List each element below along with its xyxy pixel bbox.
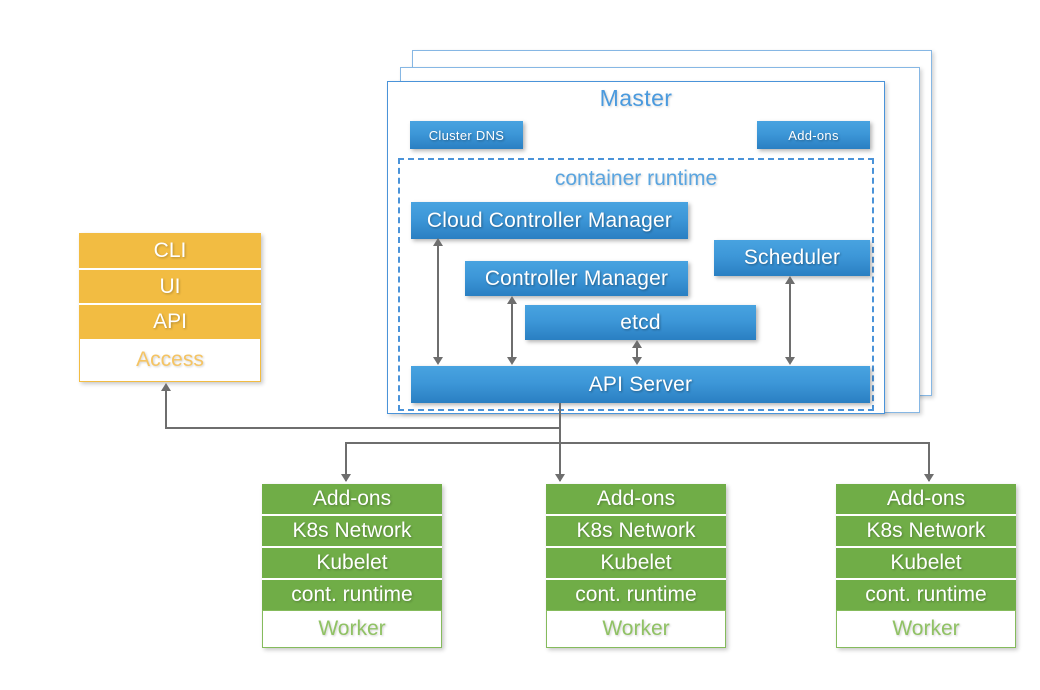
- worker-row-separator: [836, 546, 1016, 548]
- connector-access-arrow: [161, 383, 171, 391]
- worker-row-add-ons[interactable]: Add-ons: [546, 484, 726, 514]
- worker-row-cont-runtime[interactable]: cont. runtime: [546, 580, 726, 610]
- api-server-box[interactable]: API Server: [411, 366, 870, 403]
- connector-worker3-arrow: [924, 474, 934, 482]
- connector-cm-arrow-up: [507, 296, 517, 304]
- access-stack: CLI UI API Access: [79, 233, 261, 382]
- connector-cm-apiserver: [511, 303, 513, 360]
- worker-row-separator: [546, 546, 726, 548]
- connector-access-vertical: [165, 390, 167, 428]
- worker-row-separator: [262, 514, 442, 516]
- connector-ccm-arrow-up: [433, 238, 443, 246]
- container-runtime-box: [398, 158, 874, 411]
- controller-manager-box[interactable]: Controller Manager: [465, 261, 688, 296]
- access-row-ui[interactable]: UI: [79, 270, 261, 303]
- worker-row-separator: [836, 578, 1016, 580]
- etcd-box[interactable]: etcd: [525, 305, 756, 340]
- worker-row-cont-runtime[interactable]: cont. runtime: [836, 580, 1016, 610]
- worker-row-cont-runtime[interactable]: cont. runtime: [262, 580, 442, 610]
- connector-worker2-arrow: [555, 474, 565, 482]
- worker-node-2: Add-ons K8s Network Kubelet cont. runtim…: [546, 484, 726, 648]
- access-row-cli[interactable]: CLI: [79, 233, 261, 268]
- worker-row-kubelet[interactable]: Kubelet: [546, 548, 726, 578]
- worker-row-k8s-network[interactable]: K8s Network: [836, 516, 1016, 546]
- connector-etcd-apiserver: [636, 347, 638, 360]
- connector-scheduler-arrow-down: [785, 357, 795, 365]
- worker-row-separator: [262, 578, 442, 580]
- worker-row-separator: [262, 546, 442, 548]
- worker-row-k8s-network[interactable]: K8s Network: [262, 516, 442, 546]
- connector-ccm-apiserver: [437, 245, 439, 360]
- connector-access-horizontal: [165, 427, 561, 429]
- worker-row-kubelet[interactable]: Kubelet: [262, 548, 442, 578]
- access-footer-label: Access: [79, 338, 261, 382]
- master-add-ons-box[interactable]: Add-ons: [757, 121, 870, 149]
- worker-node-1: Add-ons K8s Network Kubelet cont. runtim…: [262, 484, 442, 648]
- connector-worker1-arrow: [341, 474, 351, 482]
- access-row-separator: [79, 268, 261, 270]
- worker-row-separator: [546, 578, 726, 580]
- connector-cm-arrow-down: [507, 357, 517, 365]
- cloud-controller-manager-box[interactable]: Cloud Controller Manager: [411, 202, 688, 239]
- worker-footer-label: Worker: [262, 610, 442, 648]
- worker-row-add-ons[interactable]: Add-ons: [262, 484, 442, 514]
- worker-row-separator: [546, 514, 726, 516]
- worker-row-kubelet[interactable]: Kubelet: [836, 548, 1016, 578]
- connector-etcd-arrow-down: [632, 357, 642, 365]
- connector-scheduler-apiserver: [789, 283, 791, 360]
- worker-row-k8s-network[interactable]: K8s Network: [546, 516, 726, 546]
- worker-row-separator: [836, 514, 1016, 516]
- container-runtime-title: container runtime: [554, 167, 718, 190]
- cluster-dns-box[interactable]: Cluster DNS: [410, 121, 523, 149]
- connector-worker1-vertical: [345, 442, 347, 481]
- access-row-api[interactable]: API: [79, 305, 261, 338]
- connector-etcd-arrow-up: [632, 340, 642, 348]
- worker-footer-label: Worker: [836, 610, 1016, 648]
- connector-ccm-arrow-down: [433, 357, 443, 365]
- worker-footer-label: Worker: [546, 610, 726, 648]
- worker-node-3: Add-ons K8s Network Kubelet cont. runtim…: [836, 484, 1016, 648]
- worker-row-add-ons[interactable]: Add-ons: [836, 484, 1016, 514]
- scheduler-box[interactable]: Scheduler: [714, 240, 870, 276]
- connector-worker3-vertical: [928, 442, 930, 481]
- connector-scheduler-arrow-up: [785, 276, 795, 284]
- access-row-separator: [79, 303, 261, 305]
- master-title: Master: [599, 85, 673, 111]
- connector-worker-bus: [345, 442, 930, 444]
